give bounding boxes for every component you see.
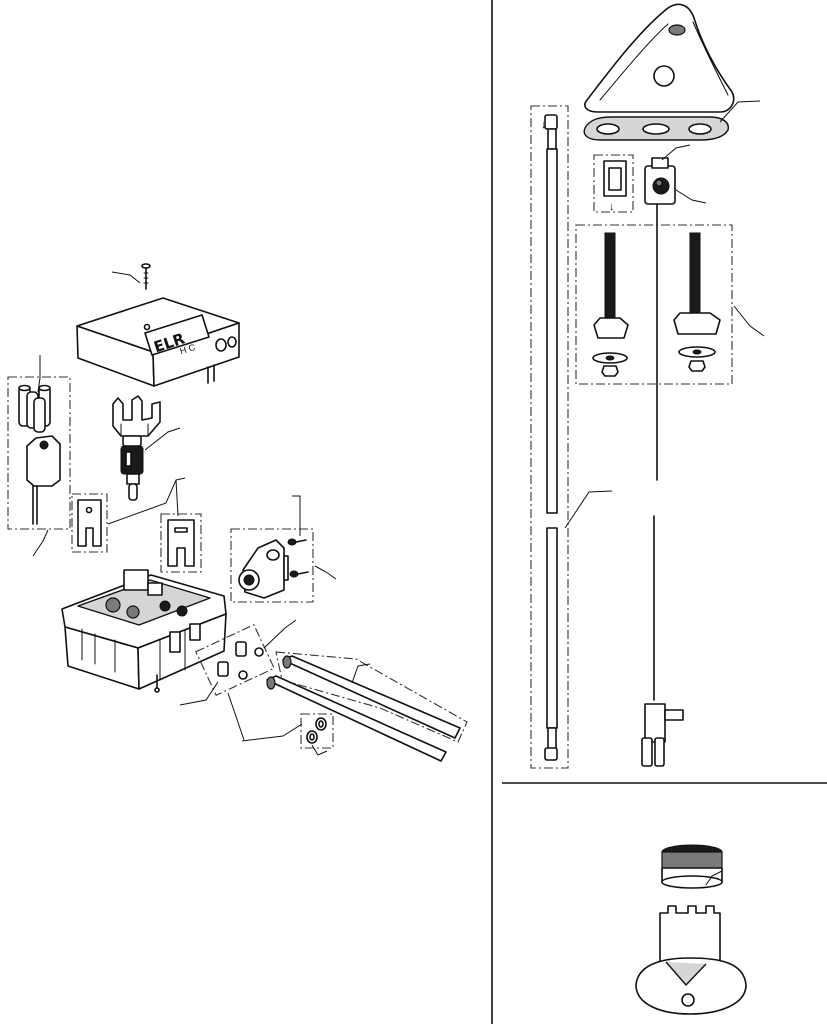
battery-holder (26, 435, 61, 525)
clip-leader (107, 477, 186, 525)
cable-connector (641, 703, 684, 767)
mounting-kit-leader (733, 305, 765, 337)
mounting-clip-left (71, 493, 108, 553)
spout-base-plate (583, 116, 729, 141)
battery-leader (37, 355, 41, 393)
hose-leader (351, 663, 371, 684)
aerator-assembly (635, 844, 747, 1015)
mounting-clip-right (160, 513, 202, 573)
mounting-kit-outline (575, 224, 733, 385)
cover-hole-2 (227, 336, 237, 348)
solenoid-bracket (112, 395, 161, 437)
supply-hose-upper (282, 655, 461, 739)
indicator-dot (143, 323, 151, 331)
cover-screw (141, 263, 151, 290)
aerator-key (635, 905, 747, 1015)
aerator (661, 844, 723, 889)
mounting-stud-right (673, 232, 721, 372)
sensor-leader (661, 144, 691, 161)
solenoid-valve (120, 435, 144, 501)
supply-hose-lower (266, 675, 447, 762)
arrow-mark: ↓ (541, 119, 547, 131)
washer-leader (241, 723, 303, 742)
sensor-window: ↓ (593, 154, 634, 213)
washer-leader-3 (311, 744, 328, 756)
cover-screw-leader (111, 271, 141, 284)
hose-fittings (195, 623, 275, 697)
supply-tube: ↓ (541, 114, 558, 761)
supply-tube-leader (564, 490, 613, 529)
control-box-assembly: ELR H C (7, 263, 468, 762)
arrow-mark-2: ↓ (609, 201, 615, 213)
aerator-leader (705, 870, 723, 886)
valve-body (238, 539, 289, 599)
fitting-leader-2 (179, 681, 219, 706)
fitting-leader (263, 619, 297, 649)
control-box-cover: ELR H C (76, 297, 240, 387)
cover-hole (215, 338, 227, 352)
supply-tube-kit-outline (530, 105, 569, 769)
display-sub-label: H C (179, 342, 197, 356)
valve-body-kit-outline (230, 528, 314, 603)
battery-holder-leader (32, 529, 49, 557)
batteries (18, 384, 51, 433)
faucet-spout (584, 3, 735, 113)
control-box-housing (61, 569, 227, 693)
sensor-leader-2 (675, 189, 707, 204)
screw-leader (292, 495, 301, 536)
mounting-stud-left (592, 232, 629, 377)
spout-assembly: ↓ ↓ (530, 3, 765, 769)
battery-kit-outline (7, 376, 71, 530)
base-plate-leader (719, 100, 761, 123)
sensor-module (644, 157, 676, 701)
valve-screws (287, 538, 309, 578)
valve-body-leader (314, 565, 337, 580)
washer-leader-2 (227, 692, 245, 741)
solenoid-leader (144, 427, 181, 451)
clip-leader-2 (175, 479, 179, 517)
washers (300, 713, 334, 749)
